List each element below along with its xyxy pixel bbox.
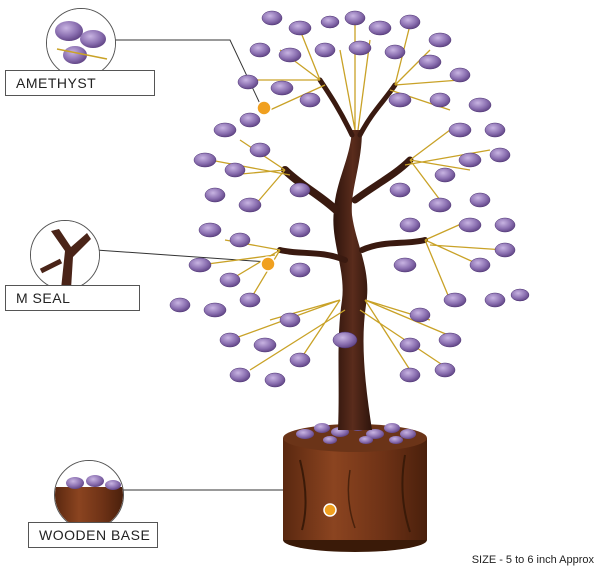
amethyst-marker [256, 100, 272, 116]
amethyst-stones [169, 10, 530, 388]
seal-marker [260, 256, 276, 272]
amethyst-label: AMETHYST [5, 70, 155, 96]
seal-closeup [30, 220, 100, 290]
base-closeup [54, 460, 124, 530]
base-marker [323, 503, 337, 517]
amethyst-closeup [46, 8, 116, 78]
wooden-base-label: WOODEN BASE [28, 522, 158, 548]
m-seal-label: M SEAL [5, 285, 140, 311]
size-note: SIZE - 5 to 6 inch Approx [471, 554, 594, 566]
tree-trunk [277, 77, 428, 430]
wooden-base [283, 424, 427, 552]
callout-markers [256, 100, 337, 517]
